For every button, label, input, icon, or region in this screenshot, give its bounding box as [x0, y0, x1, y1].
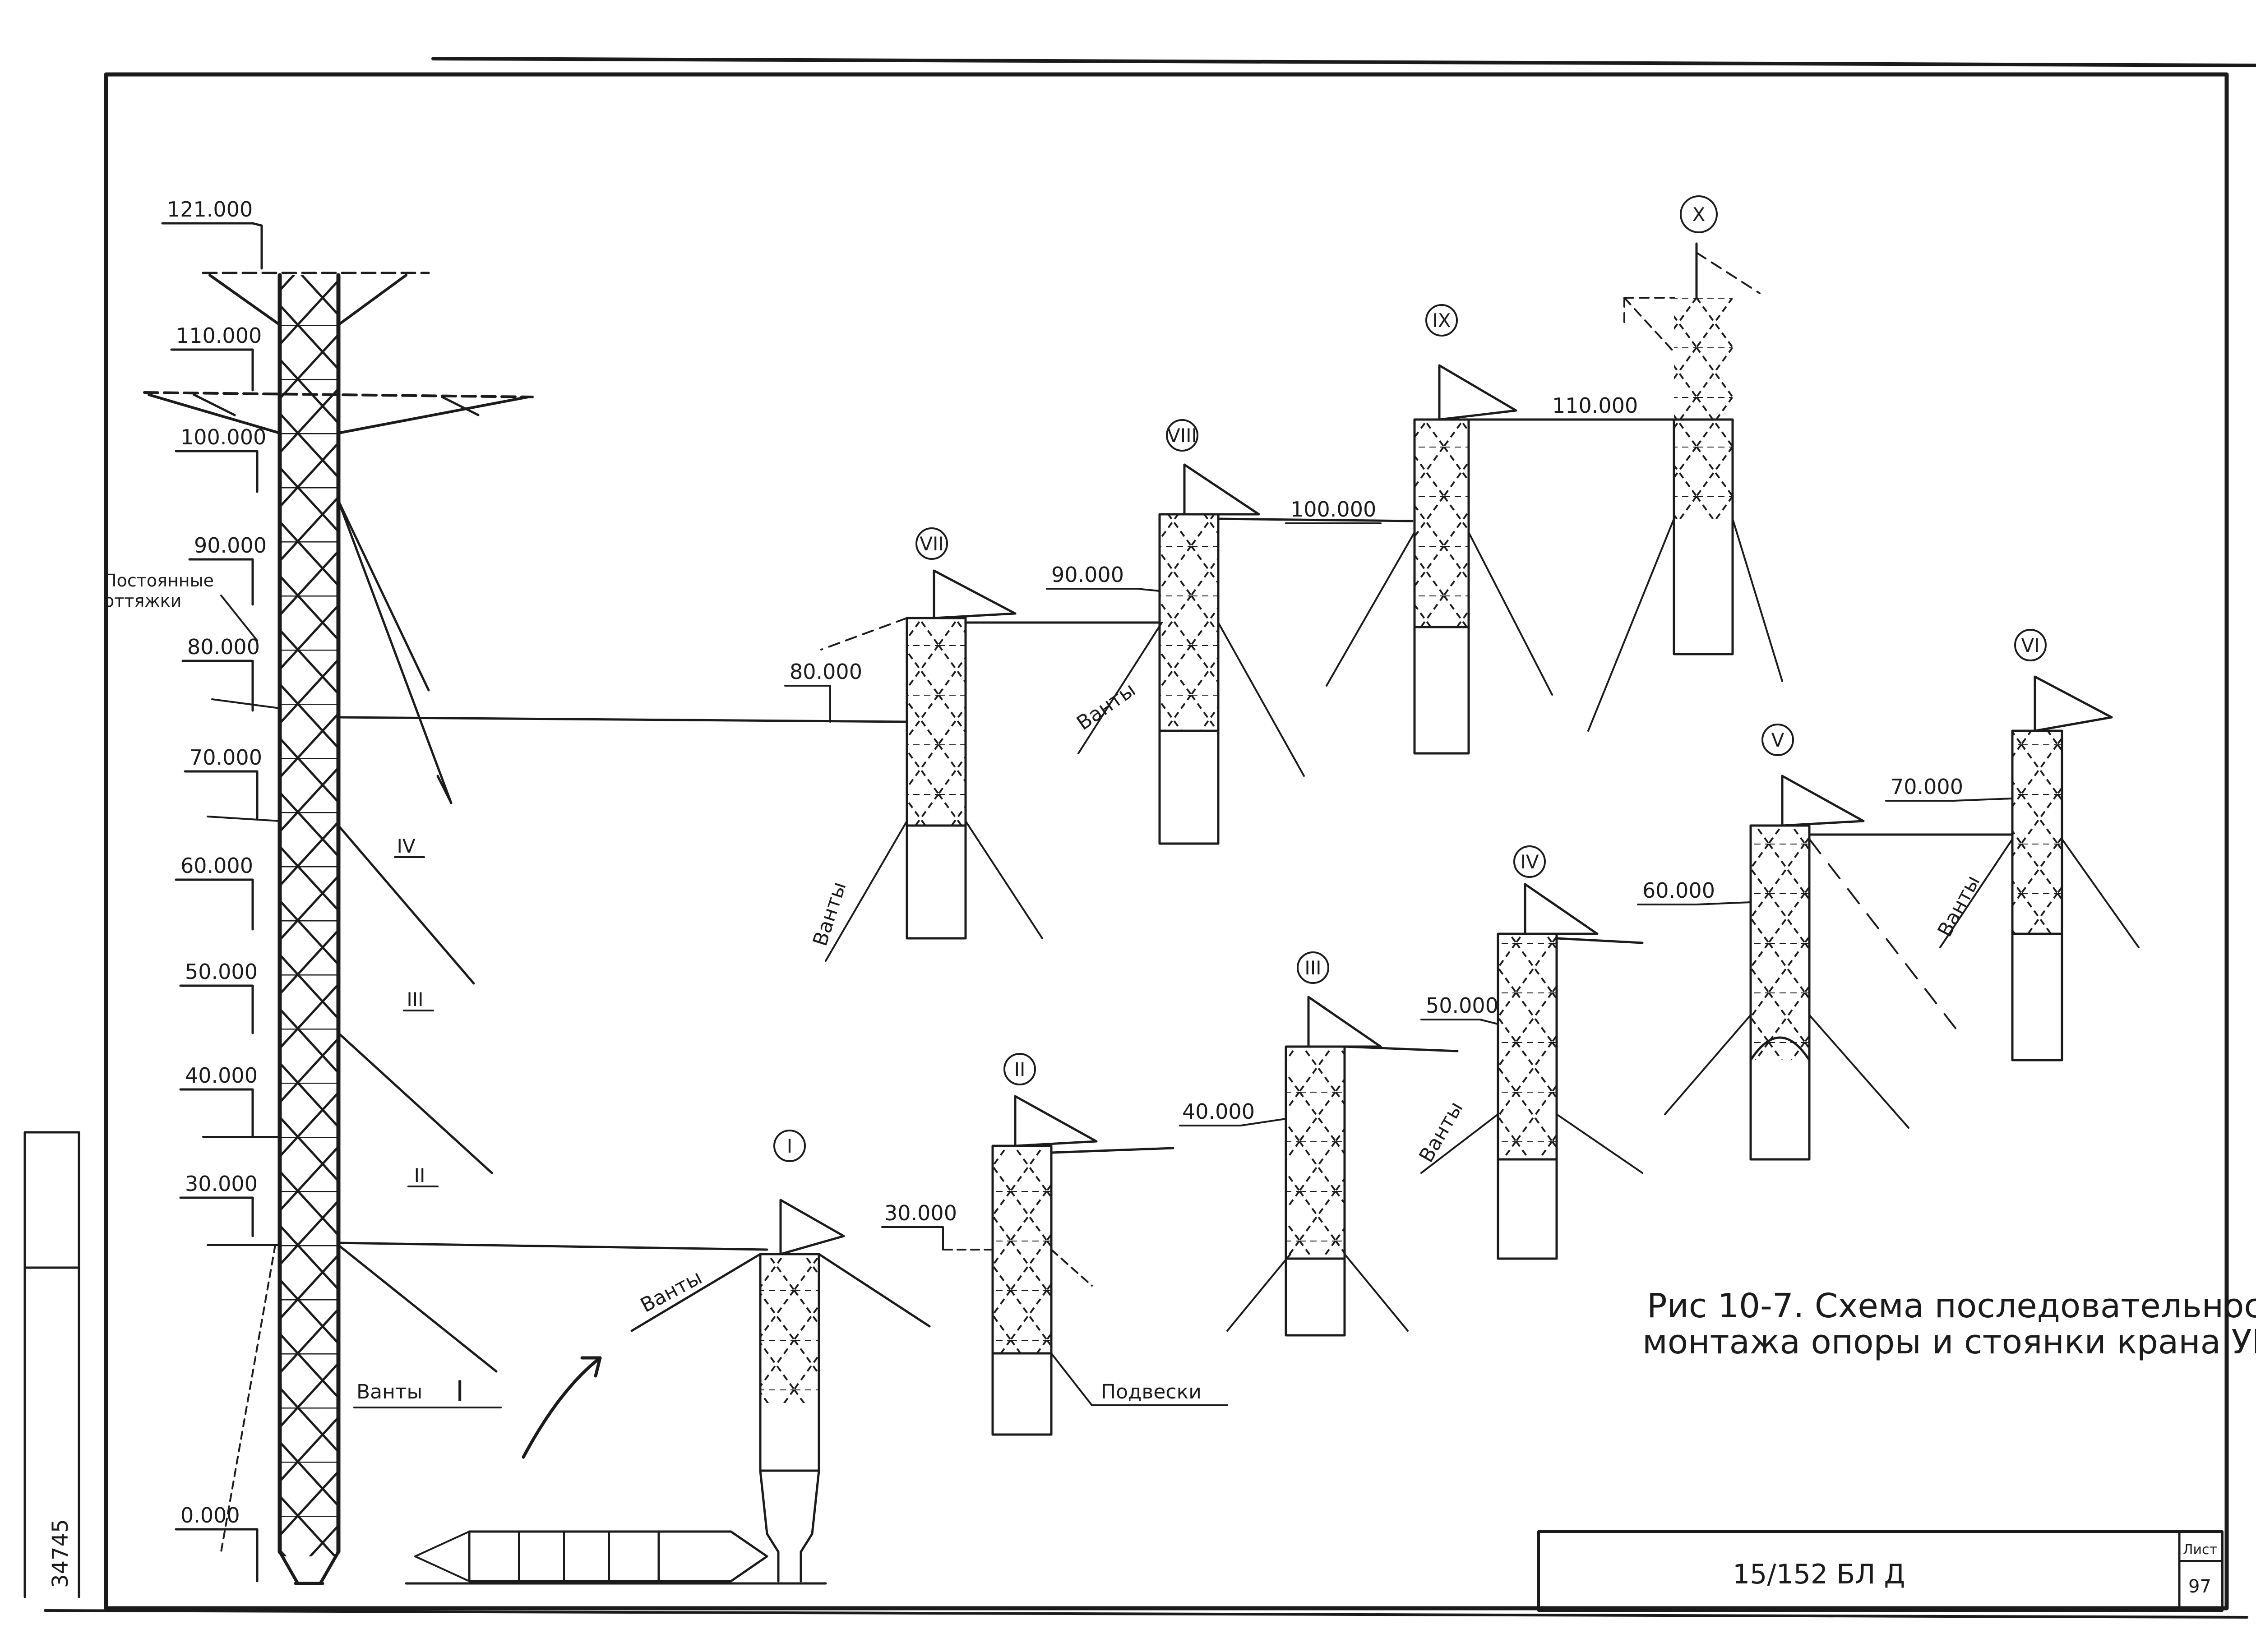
svg-text:I: I — [456, 1375, 464, 1407]
svg-text:50.000: 50.000 — [1426, 993, 1498, 1018]
svg-text:100.000: 100.000 — [1290, 497, 1376, 521]
svg-text:50.000: 50.000 — [185, 960, 258, 984]
svg-text:VII: VII — [920, 533, 944, 555]
svg-text:I: I — [787, 1135, 792, 1157]
svg-text:30.000: 30.000 — [884, 1201, 957, 1225]
side-stamp: 34745 — [48, 1519, 73, 1588]
elevation-70: 70.000 — [184, 745, 262, 820]
svg-text:Ванты: Ванты — [356, 1380, 422, 1403]
svg-text:Рис 10-7. Схема последователь: Рис 10-7. Схема последовательности — [1647, 1287, 2256, 1325]
elevation-121: 121.000 — [161, 197, 263, 270]
crane-lying-on-ground — [405, 1530, 777, 1585]
svg-text:90.000: 90.000 — [194, 533, 267, 558]
svg-text:Ванты: Ванты — [637, 1266, 706, 1317]
elevation-60: 60.000 — [175, 854, 254, 931]
svg-text:Ванты: Ванты — [1415, 1098, 1467, 1166]
elevation-90: 90.000 — [188, 533, 267, 606]
svg-text:III: III — [407, 988, 423, 1011]
stage-7: VII Ванты 80.000 — [784, 527, 1161, 962]
elevation-80: 80.000 — [181, 635, 260, 712]
main-elevation-scale: 121.000 110.000 100.000 90.000 80.000 70… — [161, 197, 281, 1583]
svg-text:II: II — [414, 1164, 425, 1186]
title-block: 15/152 БЛ Д Лист 97 — [1537, 1530, 2224, 1612]
stage-10: X 110.000 — [1529, 195, 1783, 732]
svg-text:110.000: 110.000 — [1552, 393, 1638, 418]
svg-text:100.000: 100.000 — [180, 425, 266, 449]
svg-text:40.000: 40.000 — [1182, 1099, 1255, 1124]
svg-text:110.000: 110.000 — [176, 323, 262, 348]
svg-text:Ванты: Ванты — [1073, 678, 1140, 735]
svg-text:II: II — [1014, 1058, 1026, 1080]
stage-3: III 40.000 — [1179, 951, 1459, 1337]
svg-text:Ванты: Ванты — [809, 879, 851, 949]
svg-text:Ванты: Ванты — [1933, 872, 1985, 941]
svg-text:40.000: 40.000 — [185, 1063, 258, 1088]
svg-text:оттяжки: оттяжки — [104, 591, 181, 611]
elevation-30: 30.000 — [179, 1172, 258, 1237]
svg-text:IX: IX — [1432, 309, 1451, 332]
main-tower — [143, 272, 534, 1585]
sheet-label: Лист — [2183, 1542, 2217, 1558]
svg-text:121.000: 121.000 — [167, 197, 253, 221]
stage-9: IX 100.000 — [1285, 304, 1675, 755]
elevation-0: 0.000 — [175, 1503, 259, 1583]
guys-first-label: Ванты I — [353, 1356, 602, 1459]
elevation-110: 110.000 — [170, 323, 262, 392]
title-code: 15/152 БЛ Д — [1733, 1559, 1905, 1590]
svg-text:90.000: 90.000 — [1051, 563, 1124, 587]
svg-text:монтажа опоры и стоянки крана: монтажа опоры и стоянки крана УПК-2 — [1642, 1323, 2256, 1361]
svg-text:III: III — [1304, 957, 1321, 979]
sheet-number: 97 — [2188, 1576, 2211, 1597]
svg-text:IV: IV — [1520, 851, 1539, 873]
stage-1: I Ванты — [630, 1130, 931, 1585]
svg-text:60.000: 60.000 — [1642, 878, 1715, 903]
svg-text:60.000: 60.000 — [180, 854, 253, 878]
svg-text:80.000: 80.000 — [187, 635, 260, 659]
svg-text:70.000: 70.000 — [1891, 775, 1963, 799]
svg-text:80.000: 80.000 — [790, 660, 862, 684]
svg-text:IV: IV — [397, 835, 415, 857]
svg-text:Постоянные: Постоянные — [104, 571, 214, 591]
elevation-links — [337, 716, 908, 1251]
sheet-frame — [23, 57, 2256, 1619]
svg-text:VI: VI — [2021, 634, 2039, 656]
svg-text:Подвески: Подвески — [1101, 1380, 1202, 1403]
svg-text:30.000: 30.000 — [185, 1172, 258, 1196]
stage-5: V 60.000 — [1637, 724, 2014, 1161]
stage-2: II 30.000 Подвески — [881, 1053, 1228, 1436]
svg-text:0.000: 0.000 — [180, 1503, 240, 1527]
svg-text:70.000: 70.000 — [190, 745, 262, 770]
svg-text:VIII: VIII — [1167, 425, 1197, 447]
guy-stage-marks: IV III II — [394, 835, 439, 1187]
stage-4: IV Ванты 50.000 — [1415, 845, 1644, 1260]
permanent-guys-label: Постоянные оттяжки — [104, 571, 258, 641]
elevation-100: 100.000 — [175, 425, 266, 493]
elevation-40: 40.000 — [179, 1063, 258, 1138]
svg-text:V: V — [1771, 729, 1784, 751]
stage-6: VI Ванты 70.000 — [1885, 629, 2140, 1061]
figure-caption: Рис 10-7. Схема последовательности монта… — [1642, 1287, 2256, 1361]
side-stamp-number: 34745 — [48, 1519, 73, 1588]
elevation-50: 50.000 — [179, 960, 258, 1034]
svg-text:X: X — [1692, 203, 1706, 226]
